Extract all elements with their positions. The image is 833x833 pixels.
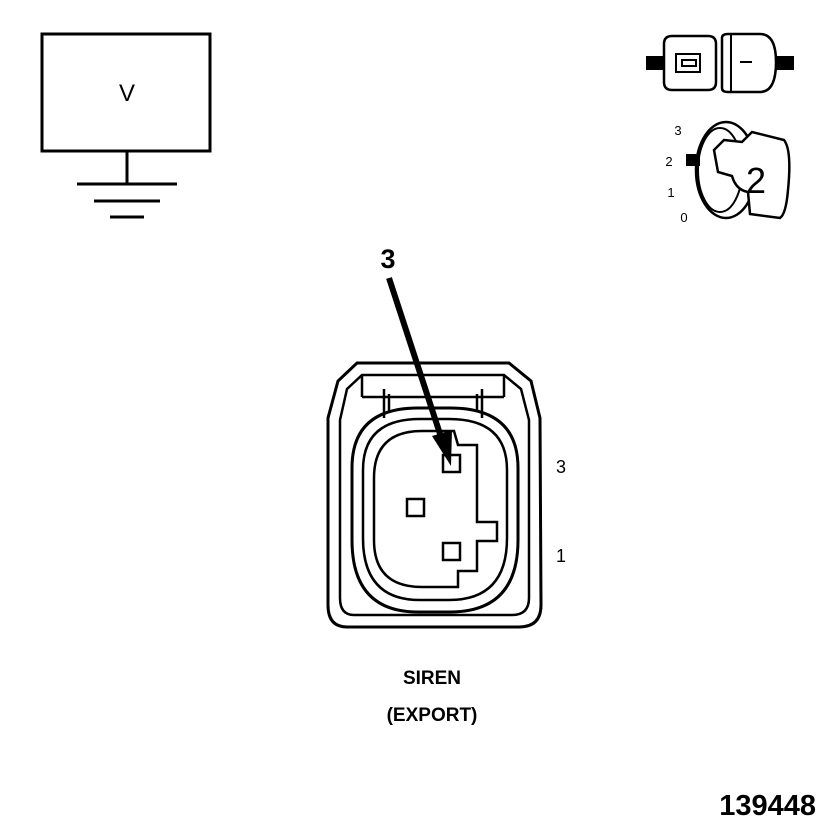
voltmeter-symbol: V [40,32,212,219]
pin-callout-arrow [386,277,452,466]
connector-disconnected-icon [646,32,794,94]
voltmeter-label: V [119,80,135,107]
ignition-position-label: 3 [674,123,681,138]
ignition-key-icon: 2 3 2 1 0 [665,120,791,225]
siren-connector-face: 3 1 [326,361,566,629]
ignition-position-label: 1 [667,185,674,200]
connector-pin-3 [441,453,462,474]
ignition-position-label: 2 [665,154,672,169]
figure-number: 139448 [719,790,816,822]
ignition-position-label: 0 [680,210,687,225]
connector-variant: (EXPORT) [387,705,478,726]
ignition-selected-position: 2 [746,160,766,201]
connector-pin-1 [441,541,462,562]
connector-pin-2 [405,497,426,518]
ground-icon [77,151,177,219]
connector-side-label: 3 [556,457,566,477]
connector-side-label: 1 [556,546,566,566]
pin-callout-label: 3 [380,244,395,274]
connector-name: SIREN [403,668,461,689]
